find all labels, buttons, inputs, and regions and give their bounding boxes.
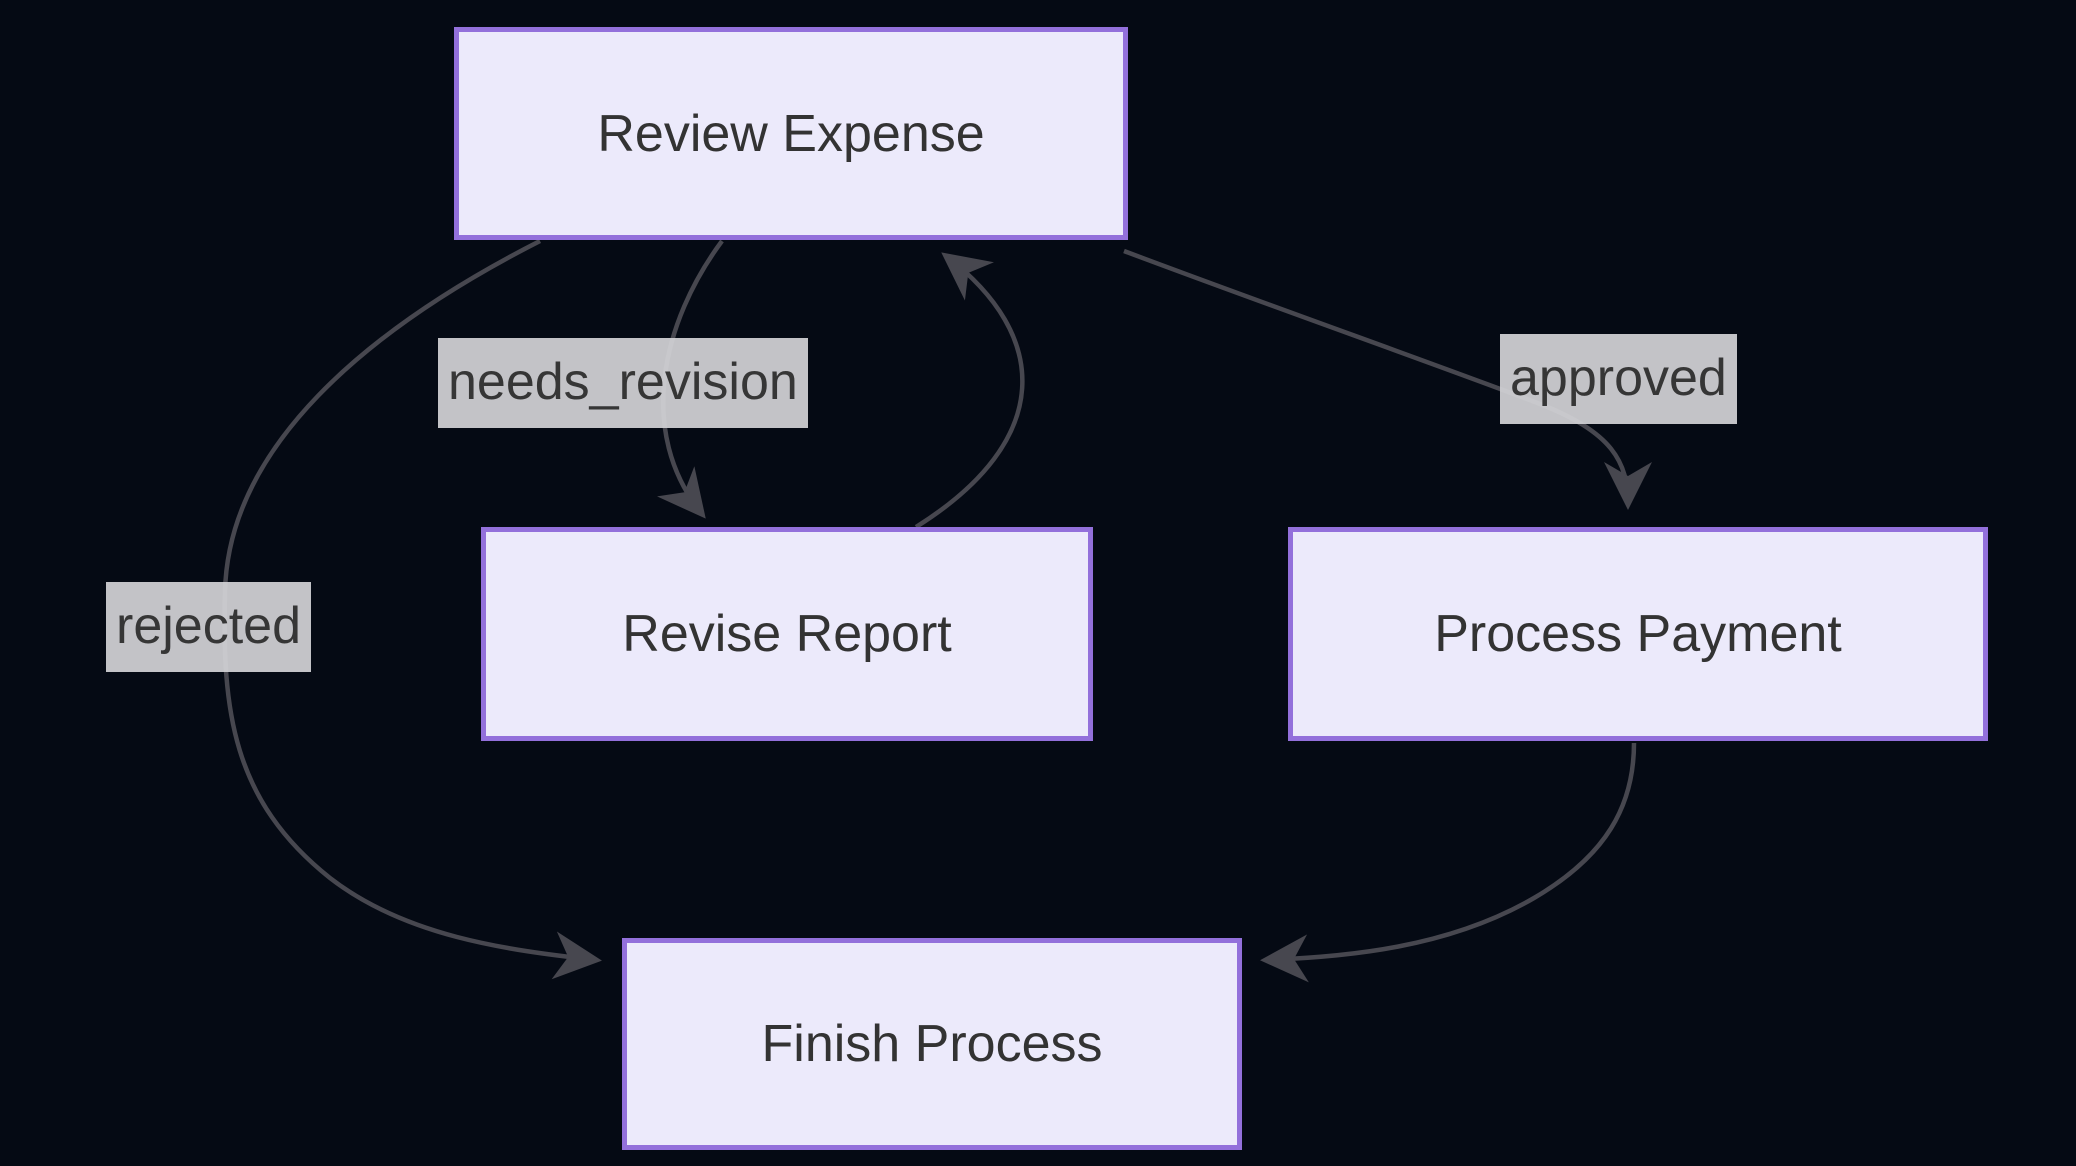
- node-review-expense-label: Review Expense: [597, 104, 985, 163]
- node-finish-process: Finish Process: [622, 938, 1242, 1150]
- edge-payment-to-finish: [1260, 742, 1637, 983]
- edge-revise-to-review: [914, 252, 1025, 529]
- node-process-payment-label: Process Payment: [1434, 605, 1842, 663]
- node-review-expense: Review Expense: [454, 27, 1128, 240]
- node-finish-process-label: Finish Process: [761, 1015, 1103, 1073]
- edge-label-rejected: rejected: [106, 582, 311, 672]
- edge-review-to-finish: [222, 238, 602, 980]
- edge-review-to-payment: [1123, 248, 1652, 510]
- node-revise-report-label: Revise Report: [622, 605, 952, 663]
- node-revise-report: Revise Report: [481, 527, 1093, 741]
- edge-label-needs-revision: needs_revision: [438, 338, 808, 428]
- edge-label-approved: approved: [1500, 334, 1737, 424]
- node-process-payment: Process Payment: [1288, 527, 1988, 741]
